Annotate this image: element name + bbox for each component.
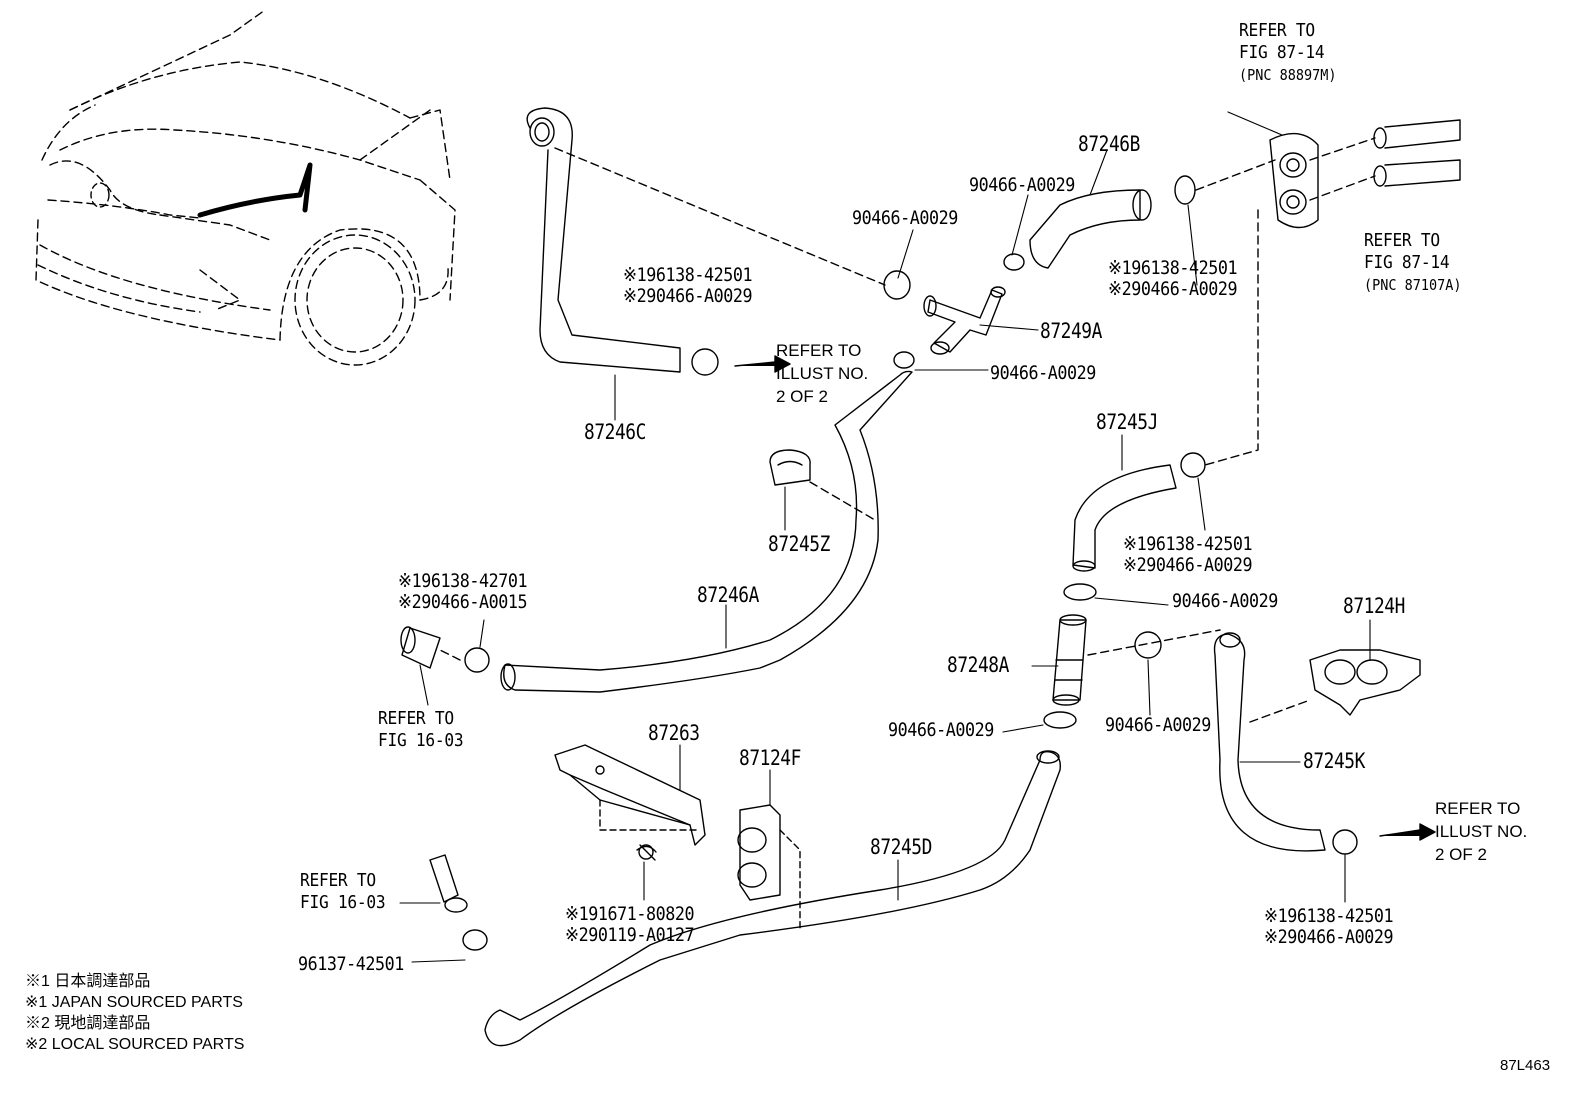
ref-illust-a-line-3: 2 OF 2 [776, 387, 828, 406]
connector-87249A [923, 286, 1006, 355]
part-87246C-label: 87246C [584, 420, 646, 444]
part-87246A-label: 87246A [697, 583, 759, 607]
ref-fig87-14-right-line-1: REFER TO [1364, 230, 1440, 251]
part-87245D-label: 87245D [870, 835, 932, 859]
dual-code-3-line-2: ※290466-A0029 [1123, 554, 1253, 576]
dual-code-2-line-2: ※290466-A0029 [1108, 278, 1238, 300]
legend-line-4: ※2 LOCAL SOURCED PARTS [25, 1036, 245, 1053]
dual-code-4-line-2: ※290466-A0015 [398, 591, 528, 613]
ref-fig87-14-right-line-2: FIG 87-14 [1364, 252, 1450, 273]
clamp-label-6: 90466-A0029 [1105, 714, 1211, 736]
part-87124F-label: 87124F [739, 746, 801, 770]
bracket-87124H [1309, 649, 1421, 716]
dual-code-3-line-1: ※196138-42501 [1123, 533, 1253, 555]
legend-line-1: ※1 日本調達部品 [25, 973, 151, 990]
bracket-87263 [554, 744, 706, 861]
ref-fig87-14-top-line-2: FIG 87-14 [1239, 42, 1325, 63]
diagram-code: 87L463 [1500, 1057, 1551, 1074]
part-87124H-label: 87124H [1343, 594, 1405, 618]
ref-fig87-14-top-line-1: REFER TO [1239, 20, 1315, 41]
ref-fig87-14-right-line-3: (PNC 87107A) [1364, 276, 1462, 294]
part-87245Z-label: 87245Z [768, 532, 830, 556]
heater-pipes [1373, 119, 1461, 187]
dual-code-5-line-1: ※191671-80820 [565, 903, 695, 925]
ref-illust-a-line-1: REFER TO [776, 341, 862, 360]
legend-line-3: ※2 現地調達部品 [25, 1015, 151, 1032]
ref-fig16-03-b-line-1: REFER TO [300, 870, 376, 891]
hose-87246B [1029, 189, 1152, 269]
refer-arrows [734, 355, 1436, 841]
vehicle-front-view [35, 9, 456, 366]
dual-code-2-line-1: ※196138-42501 [1108, 257, 1238, 279]
clamp-label-7: 96137-42501 [298, 953, 404, 975]
clamp-label-2: 90466-A0029 [969, 174, 1075, 196]
part-87248A-label: 87248A [947, 653, 1009, 677]
part-87249A-label: 87249A [1040, 319, 1102, 343]
dual-code-6-line-1: ※196138-42501 [1264, 905, 1394, 927]
clamp-87124F [737, 804, 801, 931]
part-87246B-label: 87246B [1078, 132, 1140, 156]
clamp-label-4: 90466-A0029 [1172, 590, 1278, 612]
legend-line-2: ※1 JAPAN SOURCED PARTS [25, 994, 243, 1011]
connector-87248A [1052, 614, 1087, 706]
hose-87245D [484, 750, 1061, 1047]
dual-code-1-line-1: ※196138-42501 [623, 264, 753, 286]
dashed-connectors [439, 137, 1376, 723]
ref-illust-a-line-2: ILLUST NO. [776, 364, 869, 383]
part-87245J-label: 87245J [1096, 410, 1158, 434]
dual-code-4-line-1: ※196138-42701 [398, 570, 528, 592]
leader-lines [399, 111, 1371, 963]
ref-illust-b-line-3: 2 OF 2 [1435, 845, 1487, 864]
ref-fig16-03-a-line-2: FIG 16-03 [378, 730, 464, 751]
ref-fig87-14-top-line-3: (PNC 88897M) [1239, 66, 1337, 84]
clamp-label-1: 90466-A0029 [852, 207, 958, 229]
hose-87245J [1072, 464, 1177, 572]
clip-87245Z [769, 449, 811, 486]
clamp-shapes [462, 175, 1358, 951]
dual-code-5-line-2: ※290119-A0127 [565, 924, 695, 946]
dual-code-1-line-2: ※290466-A0029 [623, 285, 753, 307]
pipe-stub-a [400, 626, 441, 669]
hose-87246C [526, 107, 681, 373]
ref-illust-b-line-2: ILLUST NO. [1435, 822, 1528, 841]
ref-fig16-03-b-line-2: FIG 16-03 [300, 892, 386, 913]
part-87245K-label: 87245K [1303, 749, 1365, 773]
hose-87246A [500, 370, 913, 693]
pipe-stub-b [429, 854, 468, 913]
ref-fig16-03-a-line-1: REFER TO [378, 708, 454, 729]
dual-code-6-line-2: ※290466-A0029 [1264, 926, 1394, 948]
ref-illust-b-line-1: REFER TO [1435, 799, 1521, 818]
part-87263-label: 87263 [648, 721, 700, 745]
clamp-label-5: 90466-A0029 [888, 719, 994, 741]
hose-87245K [1213, 632, 1326, 852]
grommet [1269, 132, 1319, 229]
clamp-label-3: 90466-A0029 [990, 362, 1096, 384]
